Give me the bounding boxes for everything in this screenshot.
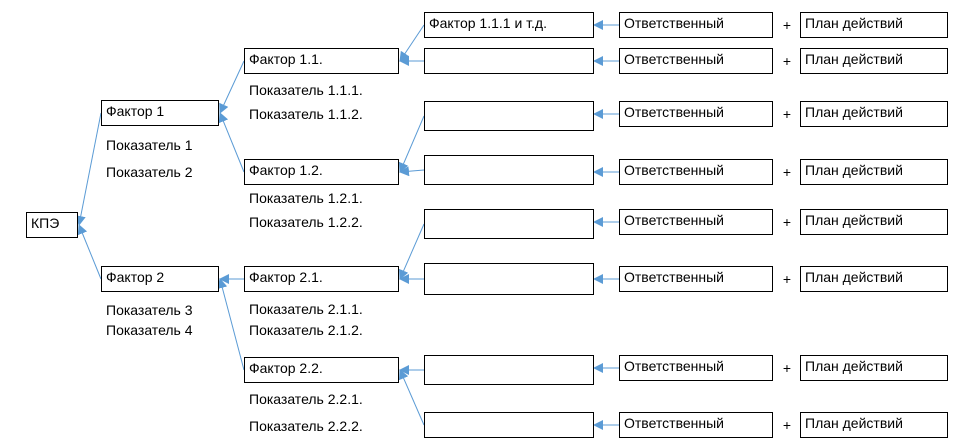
plus-sign: + <box>782 106 792 122</box>
action-plan-box: План действий <box>800 48 948 74</box>
arrow-leaf1-to-subfactor11 <box>399 24 425 62</box>
responsible-box: Ответственный <box>619 159 773 185</box>
responsible-box: Ответственный <box>619 355 773 381</box>
responsible-box: Ответственный <box>619 412 773 438</box>
leaf-factor-box <box>424 48 594 74</box>
leaf-factor-box <box>424 412 594 438</box>
factor-2-indicator-2: Показатель 4 <box>106 322 193 338</box>
action-plan-box: План действий <box>800 266 948 292</box>
plus-sign: + <box>782 164 792 180</box>
action-plan-box: План действий <box>800 209 948 235</box>
subfactor-2-1-box: Фактор 2.1. <box>244 266 399 292</box>
action-plan-box: План действий <box>800 159 948 185</box>
plus-sign: + <box>782 214 792 230</box>
leaf-factor-box <box>424 355 594 385</box>
subfactor-1-2-box: Фактор 1.2. <box>244 159 399 185</box>
factor-2-box: Фактор 2 <box>101 266 219 292</box>
arrow-leaf4-to-subfactor12 <box>399 166 425 177</box>
factor-1-box: Фактор 1 <box>101 100 219 126</box>
responsible-box: Ответственный <box>619 209 773 235</box>
action-plan-box: План действий <box>800 412 948 438</box>
root-kpi-box: КПЭ <box>26 212 78 238</box>
factor-1-indicator-2: Показатель 2 <box>106 164 193 180</box>
arrow-subfactor12-to-factor1 <box>218 112 245 173</box>
arrow-factor1-to-kpi <box>75 112 102 226</box>
leaf-factor-box: Фактор 1.1.1 и т.д. <box>424 12 594 38</box>
subfactor-1-1-indicator-2: Показатель 1.1.2. <box>249 106 363 122</box>
subfactor-1-2-indicator-1: Показатель 1.2.1. <box>249 190 363 206</box>
subfactor-2-2-indicator-2: Показатель 2.2.2. <box>249 418 363 434</box>
plus-sign: + <box>782 417 792 433</box>
action-plan-box: План действий <box>800 12 948 38</box>
leaf-factor-box <box>424 155 594 185</box>
arrow-leaf5-to-subfactor21 <box>399 223 425 280</box>
arrow-factor2-to-kpi <box>77 224 102 280</box>
subfactor-1-1-box: Фактор 1.1. <box>244 48 399 74</box>
subfactor-2-1-indicator-1: Показатель 2.1.1. <box>249 301 363 317</box>
plus-sign: + <box>782 17 792 33</box>
arrow-subfactor22-to-factor2 <box>217 278 245 371</box>
arrow-leaf3-to-subfactor12 <box>398 115 425 173</box>
arrow-leaf8-to-subfactor22 <box>399 369 425 426</box>
responsible-box: Ответственный <box>619 48 773 74</box>
subfactor-2-1-indicator-2: Показатель 2.1.2. <box>249 322 363 338</box>
subfactor-2-2-box: Фактор 2.2. <box>244 357 399 383</box>
action-plan-box: План действий <box>800 355 948 381</box>
leaf-factor-box <box>424 263 594 295</box>
responsible-box: Ответственный <box>619 101 773 127</box>
subfactor-1-1-indicator-1: Показатель 1.1.1. <box>249 82 363 98</box>
responsible-box: Ответственный <box>619 266 773 292</box>
subfactor-1-2-indicator-2: Показатель 1.2.2. <box>249 214 363 230</box>
responsible-box: Ответственный <box>619 12 773 38</box>
arrow-subfactor11-to-factor1 <box>219 60 245 114</box>
plus-sign: + <box>782 360 792 376</box>
leaf-factor-box <box>424 101 594 131</box>
plus-sign: + <box>782 271 792 287</box>
leaf-factor-box <box>424 209 594 239</box>
factor-2-indicator-1: Показатель 3 <box>106 302 193 318</box>
subfactor-2-2-indicator-1: Показатель 2.2.1. <box>249 391 363 407</box>
factor-1-indicator-1: Показатель 1 <box>106 137 193 153</box>
action-plan-box: План действий <box>800 101 948 127</box>
plus-sign: + <box>782 53 792 69</box>
